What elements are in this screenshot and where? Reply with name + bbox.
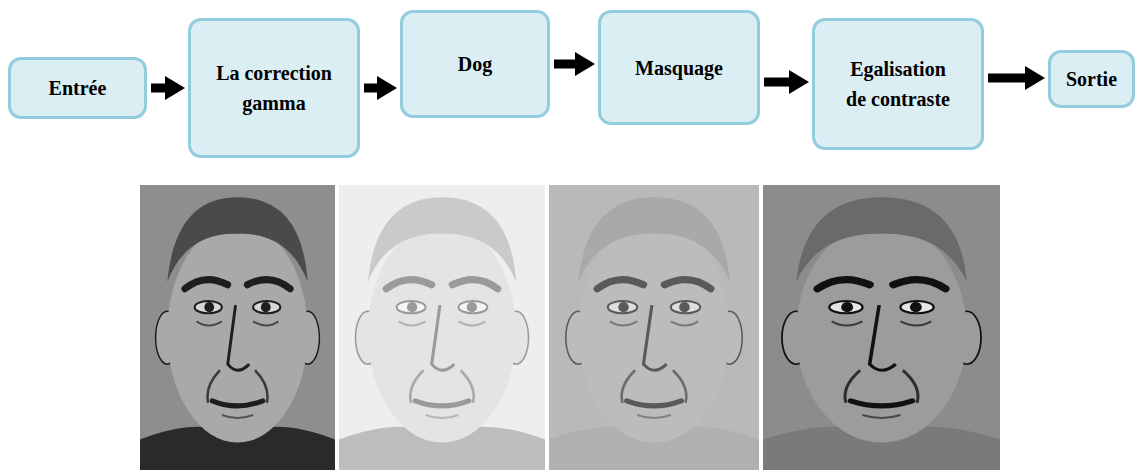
process-box: Dog [400,10,550,118]
box-text-wrap: Masquage [635,53,723,83]
face-photo-original [140,185,335,470]
process-box: Egalisation de contraste [812,18,984,150]
box-label: La correction gamma [215,58,333,118]
box-label: Dog [458,49,492,79]
flow-arrow [988,74,1033,83]
face-photo-equalized [763,185,1000,470]
process-box: La correction gamma [188,18,360,158]
face-photo-dog [549,185,759,470]
process-box: Masquage [598,10,760,125]
box-text-wrap: La correction gamma [215,58,333,118]
box-label: Entrée [49,73,107,103]
flow-arrow [364,84,385,93]
box-label: Egalisation de contraste [839,54,957,114]
process-box: Entrée [8,57,147,119]
box-text-wrap: Dog [458,49,492,79]
flow-arrow [151,84,173,93]
box-text-wrap: Entrée [49,73,107,103]
flow-arrow [554,60,583,69]
flow-arrow [764,78,797,87]
box-text-wrap: Egalisation de contraste [839,54,957,114]
box-text-wrap: Sortie [1066,64,1117,94]
face-photo-gamma [339,185,545,470]
box-label: Masquage [635,53,723,83]
box-label: Sortie [1066,64,1117,94]
process-box: Sortie [1048,50,1135,108]
